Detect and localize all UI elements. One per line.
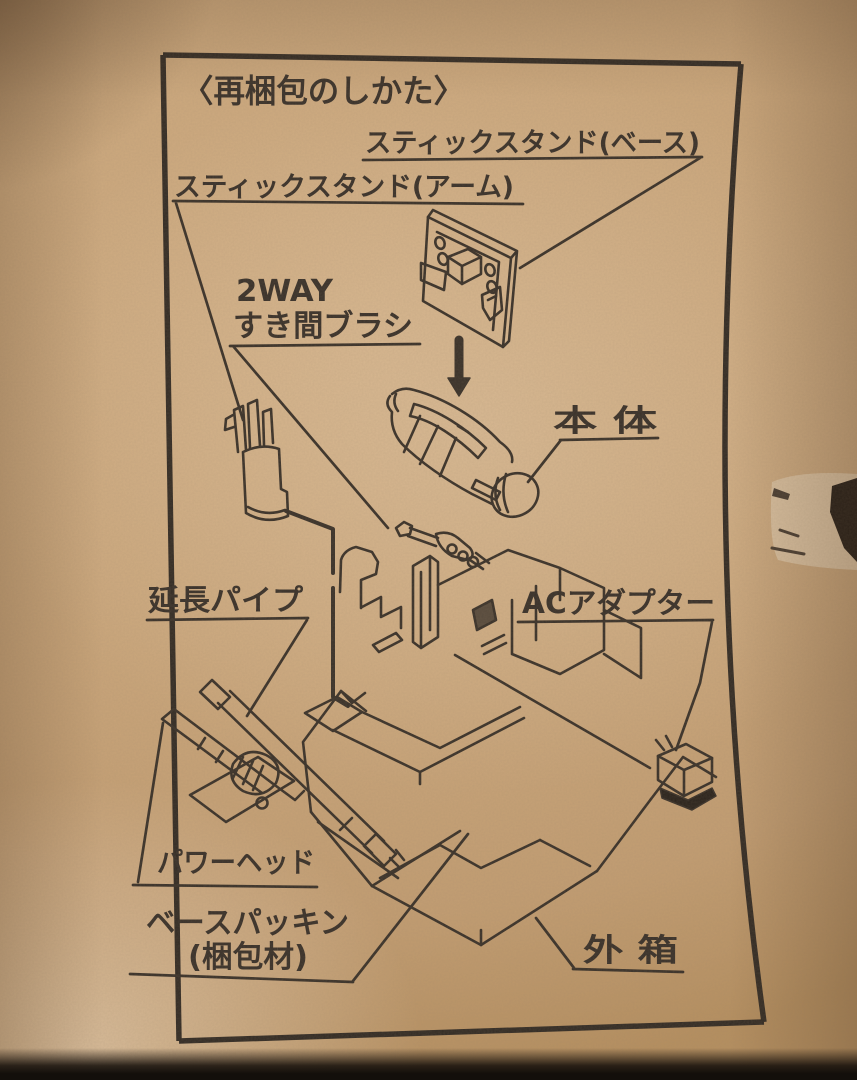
cardboard-box-photo: 〈再梱包のしかた〉 スティックスタンド(ベース) スティックスタンド(アーム) …	[0, 0, 857, 1080]
repacking-diagram: 〈再梱包のしかた〉 スティックスタンド(ベース) スティックスタンド(アーム) …	[0, 0, 857, 1080]
grain-texture	[0, 0, 857, 1080]
